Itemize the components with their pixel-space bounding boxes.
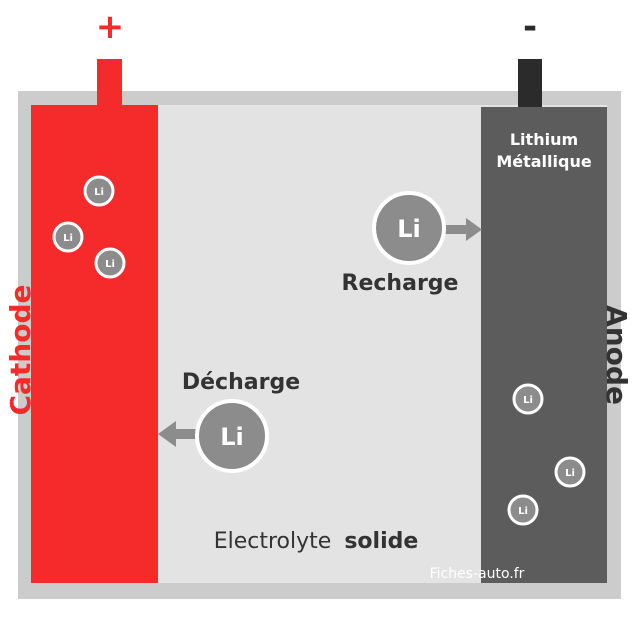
watermark: Fiches-auto.fr <box>430 566 525 582</box>
anode-material-line2: Métallique <box>496 152 592 171</box>
cathode-ion: Li <box>52 221 84 253</box>
decharge-arrow <box>158 421 203 447</box>
cathode-ion: Li <box>94 247 126 279</box>
positive-terminal <box>97 59 122 107</box>
anode-material-line1: Lithium <box>510 130 578 149</box>
electrolyte-label: Electrolyte solide <box>214 529 419 554</box>
cathode-label: Cathode <box>4 284 37 415</box>
anode-ion: Li <box>507 494 539 526</box>
svg-text:Li: Li <box>397 215 421 243</box>
decharge-label: Décharge <box>182 370 300 395</box>
recharge-label: Recharge <box>342 271 459 296</box>
svg-text:Li: Li <box>523 395 533 406</box>
anode-electrode <box>481 107 607 583</box>
svg-text:Li: Li <box>105 259 115 270</box>
anode-ion: Li <box>554 456 586 488</box>
svg-text:Li: Li <box>518 506 528 517</box>
anode-label: Anode <box>600 305 633 405</box>
svg-text:Li: Li <box>220 423 244 451</box>
svg-text:Li: Li <box>94 187 104 198</box>
decharge-ion: Li <box>195 399 269 473</box>
anode-ion: Li <box>512 383 544 415</box>
svg-text:Li: Li <box>565 468 575 479</box>
svg-text:Li: Li <box>63 233 73 244</box>
negative-sign: - <box>523 7 537 47</box>
positive-sign: + <box>96 7 125 47</box>
cathode-ion: Li <box>83 175 115 207</box>
recharge-arrow <box>440 218 482 241</box>
negative-terminal <box>518 59 542 107</box>
recharge-ion: Li <box>372 191 446 265</box>
